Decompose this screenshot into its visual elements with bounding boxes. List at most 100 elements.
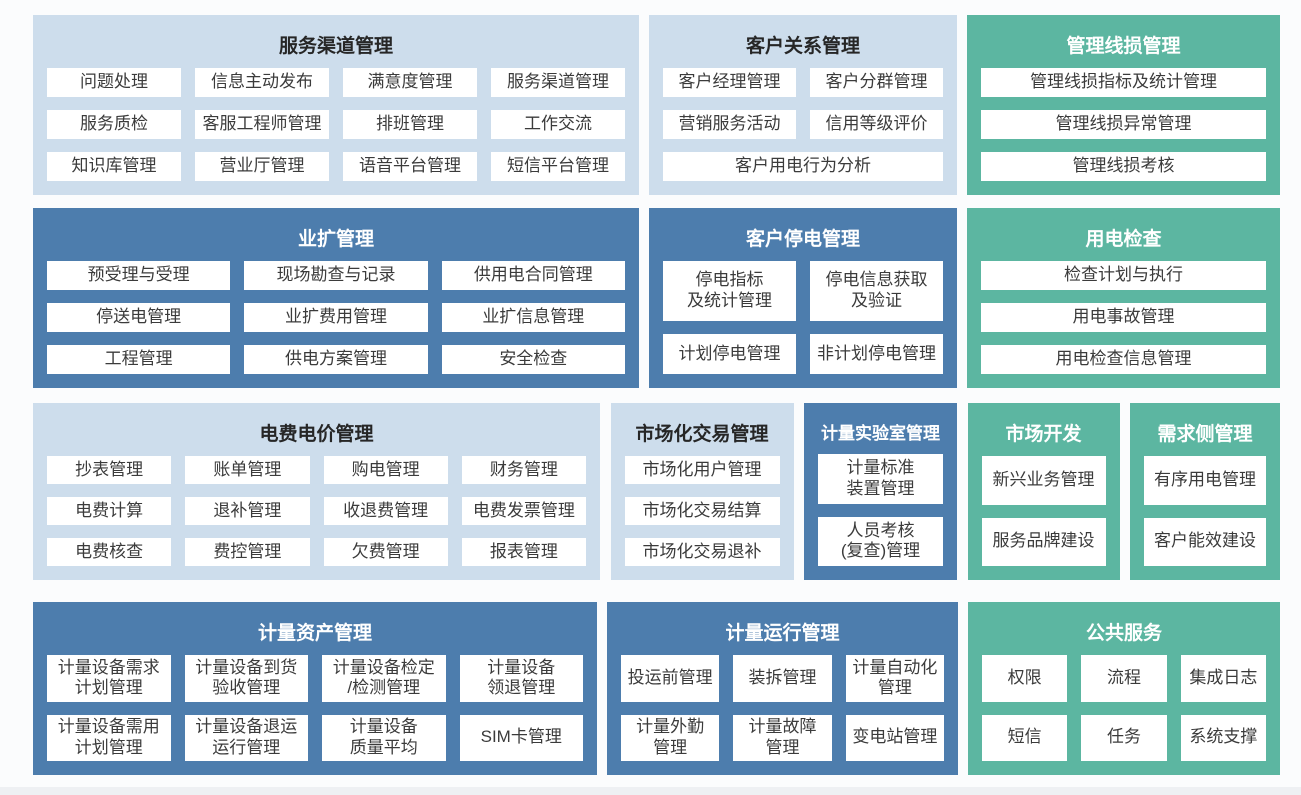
module-item: 计量外勤 管理 — [621, 714, 720, 761]
module-item: 账单管理 — [185, 456, 310, 484]
module-item: SIM卡管理 — [459, 714, 583, 761]
module-item: 计量设备 领退管理 — [459, 655, 583, 702]
module-item: 营销服务活动 — [663, 110, 796, 139]
block-business-expansion-mgmt: 业扩管理预受理与受理现场勘查与记录供用电合同管理停送电管理业扩费用管理业扩信息管… — [33, 208, 639, 388]
module-item: 信息主动发布 — [195, 68, 329, 97]
module-item: 短信 — [982, 714, 1068, 761]
module-item: 客户用电行为分析 — [663, 152, 943, 181]
module-item: 退补管理 — [185, 497, 310, 525]
module-item: 权限 — [982, 655, 1068, 702]
module-list: 停电指标 及统计管理停电信息获取 及验证计划停电管理非计划停电管理 — [663, 261, 943, 374]
block-metering-asset-mgmt: 计量资产管理计量设备需求 计划管理计量设备到货 验收管理计量设备检定 /检测管理… — [33, 602, 597, 775]
module-item: 工程管理 — [47, 345, 231, 374]
module-item: 安全检查 — [441, 345, 625, 374]
module-item: 装拆管理 — [733, 655, 832, 702]
block-tariff-billing-mgmt: 电费电价管理抄表管理账单管理购电管理财务管理电费计算退补管理收退费管理电费发票管… — [33, 403, 600, 580]
diagram-canvas: 服务渠道管理问题处理信息主动发布满意度管理服务渠道管理服务质检客服工程师管理排班… — [33, 15, 1280, 775]
module-list: 投运前管理装拆管理计量自动化 管理计量外勤 管理计量故障 管理变电站管理 — [621, 655, 944, 761]
block-title: 服务渠道管理 — [278, 36, 393, 57]
module-item: 欠费管理 — [323, 538, 448, 566]
block-title: 管理线损管理 — [1066, 36, 1181, 57]
module-list: 问题处理信息主动发布满意度管理服务渠道管理服务质检客服工程师管理排班管理工作交流… — [47, 68, 625, 181]
module-item: 抄表管理 — [47, 456, 172, 484]
module-item: 计量故障 管理 — [733, 714, 832, 761]
module-list: 检查计划与执行用电事故管理用电检查信息管理 — [981, 261, 1266, 374]
block-customer-relation-mgmt: 客户关系管理客户经理管理客户分群管理营销服务活动信用等级评价客户用电行为分析 — [649, 15, 957, 195]
module-item: 电费核查 — [47, 538, 172, 566]
block-title: 需求侧管理 — [1157, 424, 1253, 445]
block-title: 计量实验室管理 — [821, 424, 940, 443]
block-metering-operation-mgmt: 计量运行管理投运前管理装拆管理计量自动化 管理计量外勤 管理计量故障 管理变电站… — [607, 602, 958, 775]
block-title: 计量运行管理 — [725, 623, 840, 644]
module-list: 计量标准 装置管理人员考核 (复查)管理 — [818, 454, 943, 566]
block-title: 市场化交易管理 — [635, 424, 769, 445]
module-item: 购电管理 — [323, 456, 448, 484]
row-3: 电费电价管理抄表管理账单管理购电管理财务管理电费计算退补管理收退费管理电费发票管… — [33, 403, 1280, 580]
block-public-services: 公共服务权限流程集成日志短信任务系统支撑 — [968, 602, 1280, 775]
module-item: 管理线损异常管理 — [981, 110, 1266, 139]
block-customer-outage-mgmt: 客户停电管理停电指标 及统计管理停电信息获取 及验证计划停电管理非计划停电管理 — [649, 208, 957, 388]
module-item: 管理线损指标及统计管理 — [981, 68, 1266, 97]
module-item: 市场化交易结算 — [624, 497, 780, 525]
block-demand-side-mgmt: 需求侧管理有序用电管理客户能效建设 — [1130, 403, 1280, 580]
block-title: 电费电价管理 — [259, 424, 374, 445]
module-item: 管理线损考核 — [981, 152, 1266, 181]
module-item: 服务品牌建设 — [981, 517, 1106, 566]
module-item: 用电检查信息管理 — [981, 345, 1266, 374]
module-item: 服务渠道管理 — [491, 68, 625, 97]
module-item: 计量标准 装置管理 — [818, 454, 943, 504]
row-2: 业扩管理预受理与受理现场勘查与记录供用电合同管理停送电管理业扩费用管理业扩信息管… — [33, 208, 1280, 388]
module-item: 财务管理 — [461, 456, 586, 484]
module-item: 排班管理 — [343, 110, 477, 139]
block-power-use-inspection: 用电检查检查计划与执行用电事故管理用电检查信息管理 — [967, 208, 1280, 388]
module-item: 供电方案管理 — [244, 345, 428, 374]
module-item: 非计划停电管理 — [810, 334, 943, 374]
module-item: 预受理与受理 — [47, 261, 231, 290]
module-item: 供用电合同管理 — [441, 261, 625, 290]
module-item: 用电事故管理 — [981, 303, 1266, 332]
module-item: 停送电管理 — [47, 303, 231, 332]
bottom-edge-strip — [0, 787, 1301, 795]
module-list: 新兴业务管理服务品牌建设 — [981, 456, 1106, 566]
module-item: 客户分群管理 — [810, 68, 943, 97]
module-item: 有序用电管理 — [1144, 456, 1266, 505]
module-list: 权限流程集成日志短信任务系统支撑 — [982, 655, 1266, 761]
module-item: 计量设备到货 验收管理 — [184, 655, 308, 702]
module-item: 电费计算 — [47, 497, 172, 525]
module-item: 服务质检 — [47, 110, 181, 139]
block-title: 市场开发 — [1005, 424, 1082, 445]
module-item: 新兴业务管理 — [981, 456, 1106, 505]
module-item: 工作交流 — [491, 110, 625, 139]
block-title: 计量资产管理 — [257, 623, 372, 644]
module-item: 问题处理 — [47, 68, 181, 97]
block-title: 客户停电管理 — [745, 229, 860, 250]
block-title: 业扩管理 — [297, 229, 374, 250]
module-item: 费控管理 — [185, 538, 310, 566]
module-item: 计划停电管理 — [663, 334, 796, 374]
module-list: 客户经理管理客户分群管理营销服务活动信用等级评价客户用电行为分析 — [663, 68, 943, 181]
module-list: 市场化用户管理市场化交易结算市场化交易退补 — [624, 456, 780, 566]
module-item: 计量自动化 管理 — [845, 655, 944, 702]
module-item: 客户经理管理 — [663, 68, 796, 97]
module-item: 人员考核 (复查)管理 — [818, 516, 943, 566]
module-item: 计量设备检定 /检测管理 — [322, 655, 446, 702]
module-item: 系统支撑 — [1180, 714, 1266, 761]
module-item: 客户能效建设 — [1144, 517, 1266, 566]
module-item: 客服工程师管理 — [195, 110, 329, 139]
module-list: 计量设备需求 计划管理计量设备到货 验收管理计量设备检定 /检测管理计量设备 领… — [47, 655, 583, 761]
module-item: 计量设备需用 计划管理 — [47, 714, 171, 761]
module-list: 有序用电管理客户能效建设 — [1144, 456, 1266, 566]
module-item: 收退费管理 — [323, 497, 448, 525]
module-item: 信用等级评价 — [810, 110, 943, 139]
module-item: 短信平台管理 — [491, 152, 625, 181]
module-item: 营业厅管理 — [195, 152, 329, 181]
block-service-channel-mgmt: 服务渠道管理问题处理信息主动发布满意度管理服务渠道管理服务质检客服工程师管理排班… — [33, 15, 639, 195]
module-item: 计量设备 质量平均 — [322, 714, 446, 761]
block-title: 客户关系管理 — [745, 36, 860, 57]
module-item: 停电信息获取 及验证 — [810, 261, 943, 322]
module-item: 流程 — [1081, 655, 1167, 702]
block-title: 用电检查 — [1085, 229, 1162, 250]
module-item: 计量设备退运 运行管理 — [184, 714, 308, 761]
module-list: 预受理与受理现场勘查与记录供用电合同管理停送电管理业扩费用管理业扩信息管理工程管… — [47, 261, 625, 374]
